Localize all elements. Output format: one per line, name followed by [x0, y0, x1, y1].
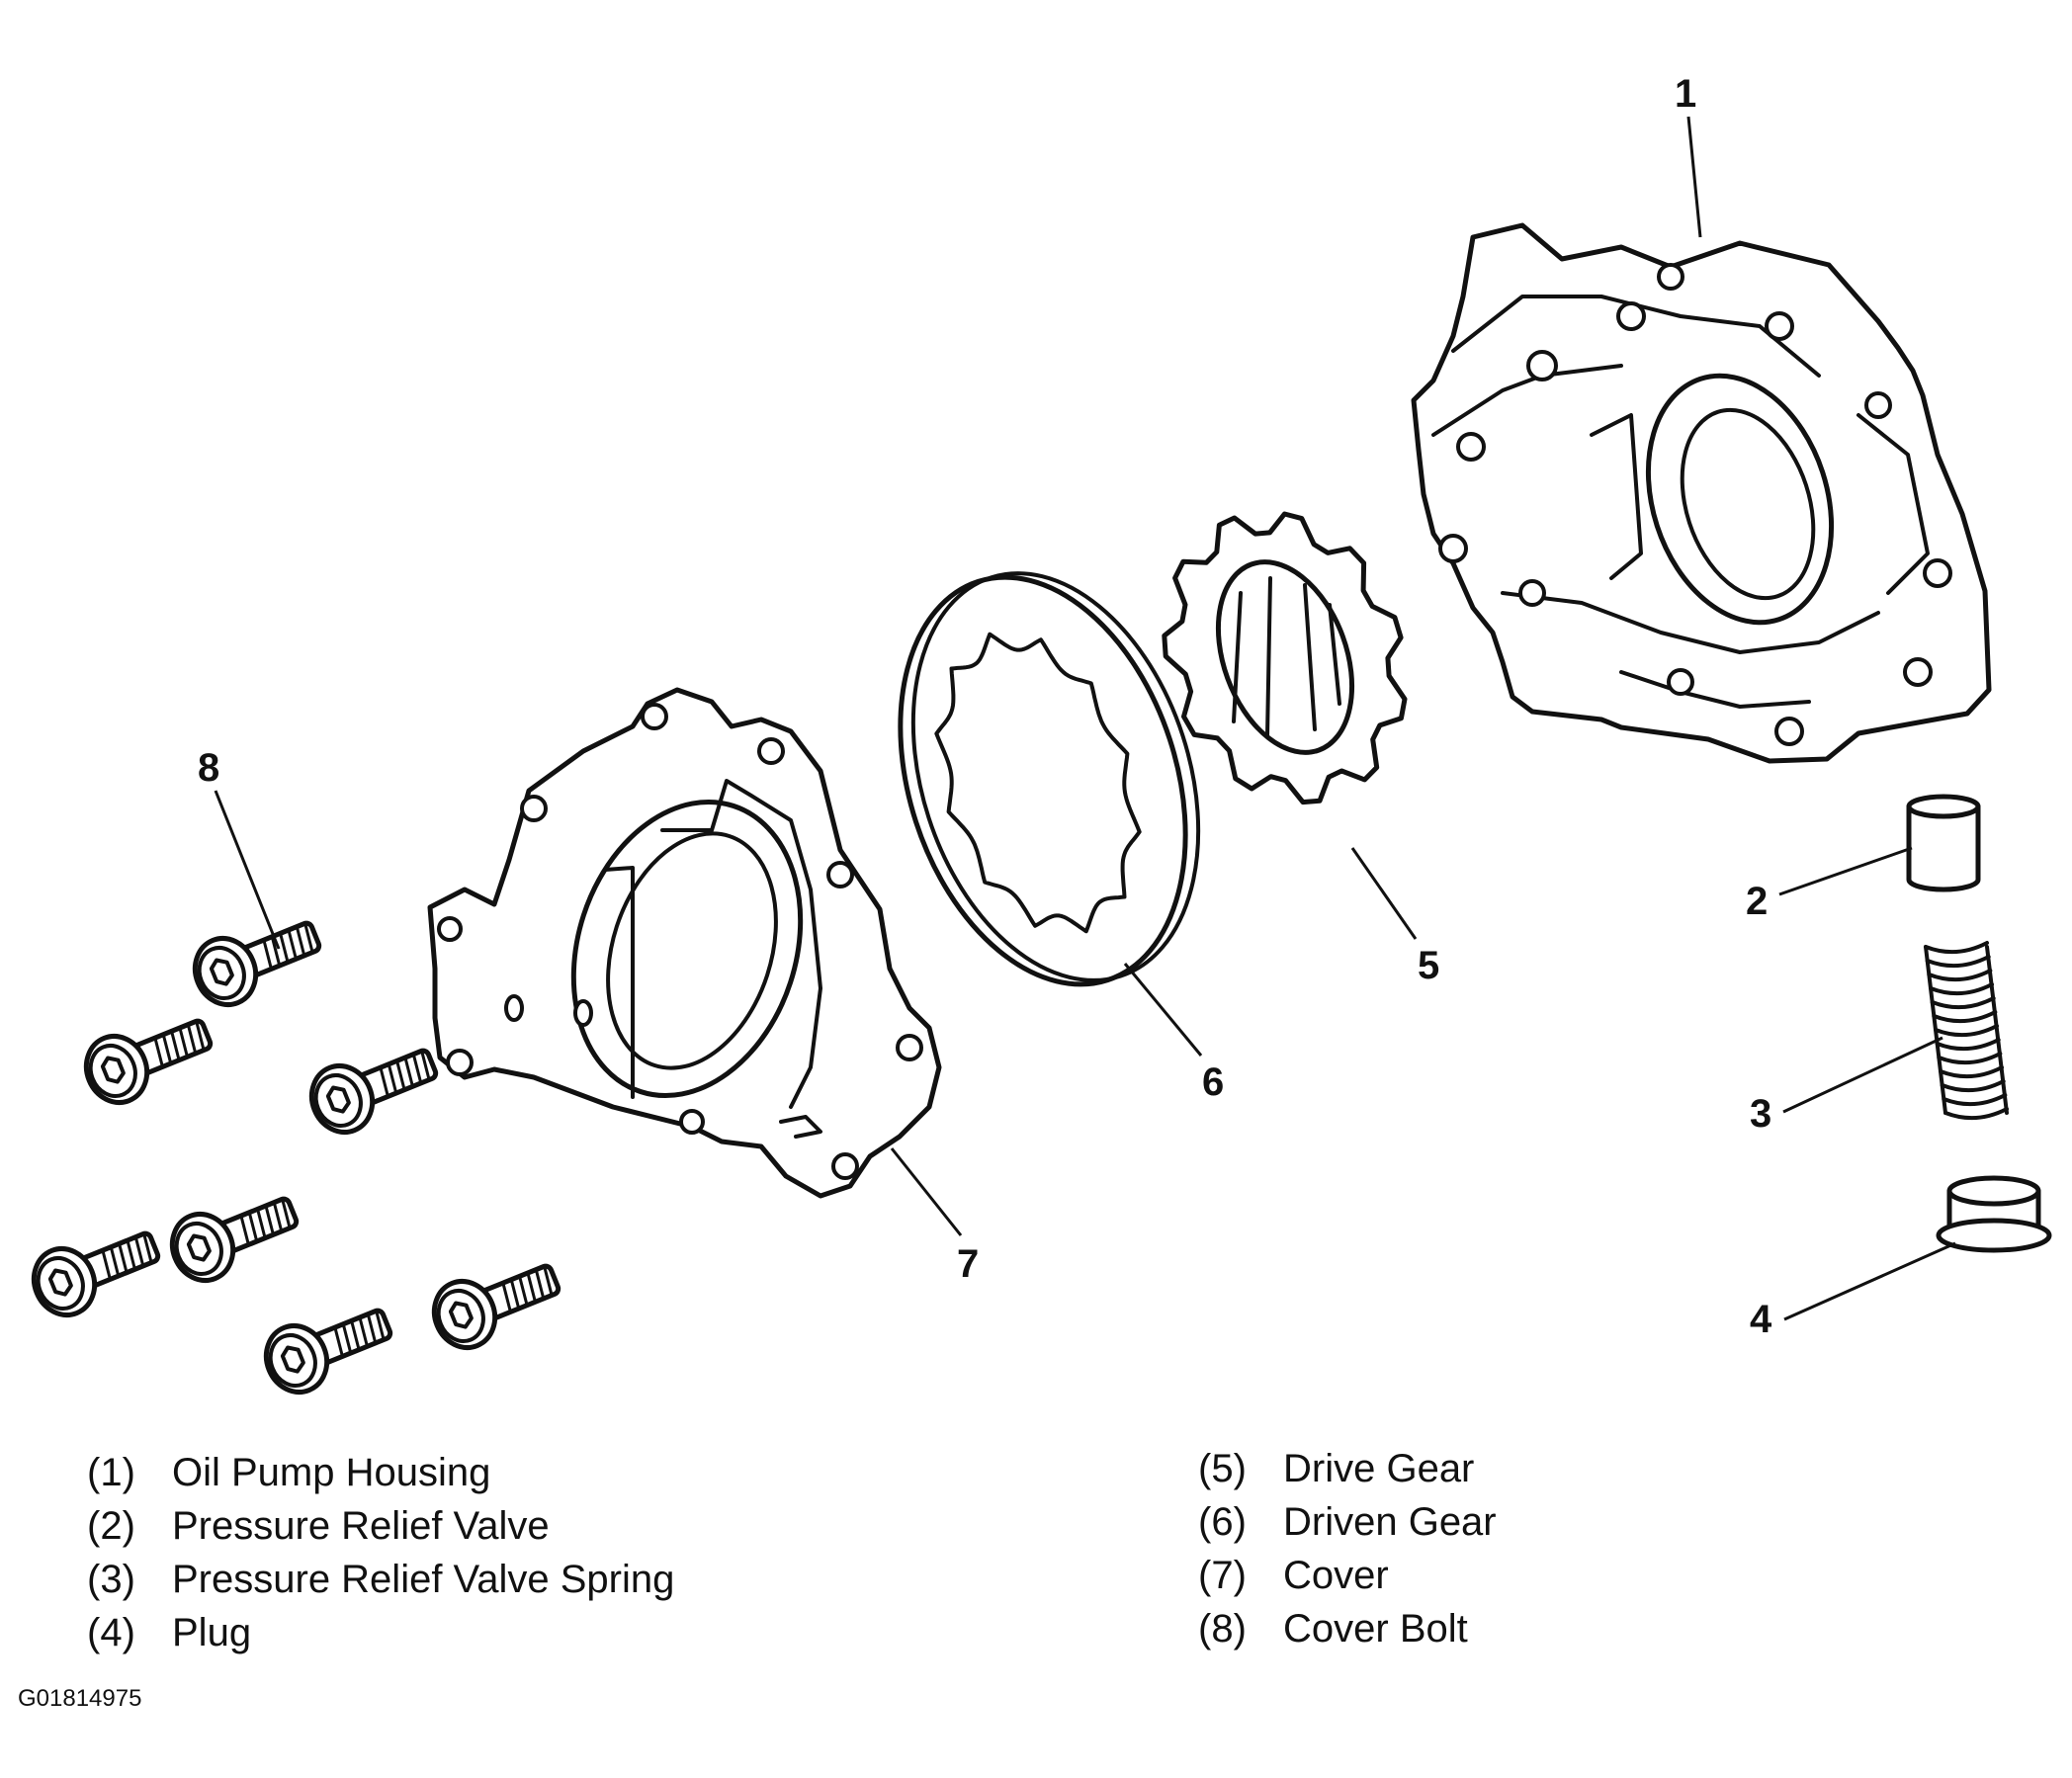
plug: [1936, 1175, 2052, 1253]
leader-lines: [214, 116, 1956, 1321]
legend-number: (4): [87, 1611, 135, 1654]
cover-bolt: [31, 1230, 161, 1317]
legend-number: (3): [87, 1558, 135, 1601]
callout-2: 2: [1746, 880, 1768, 923]
cover-bolt: [169, 1196, 300, 1283]
legend-label: Drive Gear: [1283, 1447, 1475, 1490]
legend-item-4: (4) Plug: [87, 1611, 251, 1655]
callout-8: 8: [198, 746, 219, 790]
oil-pump-housing: [1411, 222, 1992, 764]
legend-item-7: (7) Cover: [1198, 1554, 1389, 1598]
legend-number: (5): [1198, 1447, 1247, 1490]
callout-7: 7: [957, 1242, 979, 1286]
legend-label: Pressure Relief Valve: [172, 1504, 550, 1548]
cover-bolt: [263, 1308, 393, 1395]
legend-number: (7): [1198, 1554, 1247, 1597]
callout-3: 3: [1750, 1092, 1771, 1136]
legend-label: Oil Pump Housing: [172, 1451, 491, 1494]
cover-bolts: [31, 920, 561, 1395]
legend-label: Cover: [1283, 1554, 1389, 1597]
legend-label: Driven Gear: [1283, 1500, 1497, 1544]
cover-bolt: [192, 920, 322, 1007]
drive-gear: [1162, 511, 1408, 805]
driven-gear: [898, 571, 1201, 987]
legend-number: (8): [1198, 1607, 1247, 1651]
legend-number: (1): [87, 1451, 135, 1494]
callout-4: 4: [1750, 1298, 1772, 1341]
pressure-relief-valve-spring: [1924, 941, 2009, 1121]
figure-code: G01814975: [18, 1685, 142, 1712]
legend-number: (2): [87, 1504, 135, 1548]
legend-label: Plug: [172, 1611, 252, 1654]
callout-1: 1: [1675, 72, 1696, 116]
legend-item-1: (1) Oil Pump Housing: [87, 1451, 490, 1495]
pressure-relief-valve: [1906, 794, 1981, 892]
callout-6: 6: [1202, 1060, 1224, 1104]
legend-item-5: (5) Drive Gear: [1198, 1447, 1474, 1491]
callout-5: 5: [1418, 944, 1439, 987]
cover: [427, 687, 942, 1199]
legend-item-3: (3) Pressure Relief Valve Spring: [87, 1558, 674, 1602]
legend-item-2: (2) Pressure Relief Valve: [87, 1504, 550, 1549]
legend-item-6: (6) Driven Gear: [1198, 1500, 1497, 1545]
cover-bolt: [308, 1048, 439, 1135]
legend-label: Pressure Relief Valve Spring: [172, 1558, 675, 1601]
cover-bolt: [431, 1263, 561, 1350]
legend-number: (6): [1198, 1500, 1247, 1544]
cover-bolt: [83, 1018, 214, 1105]
legend-label: Cover Bolt: [1283, 1607, 1468, 1651]
legend-item-8: (8) Cover Bolt: [1198, 1607, 1468, 1651]
